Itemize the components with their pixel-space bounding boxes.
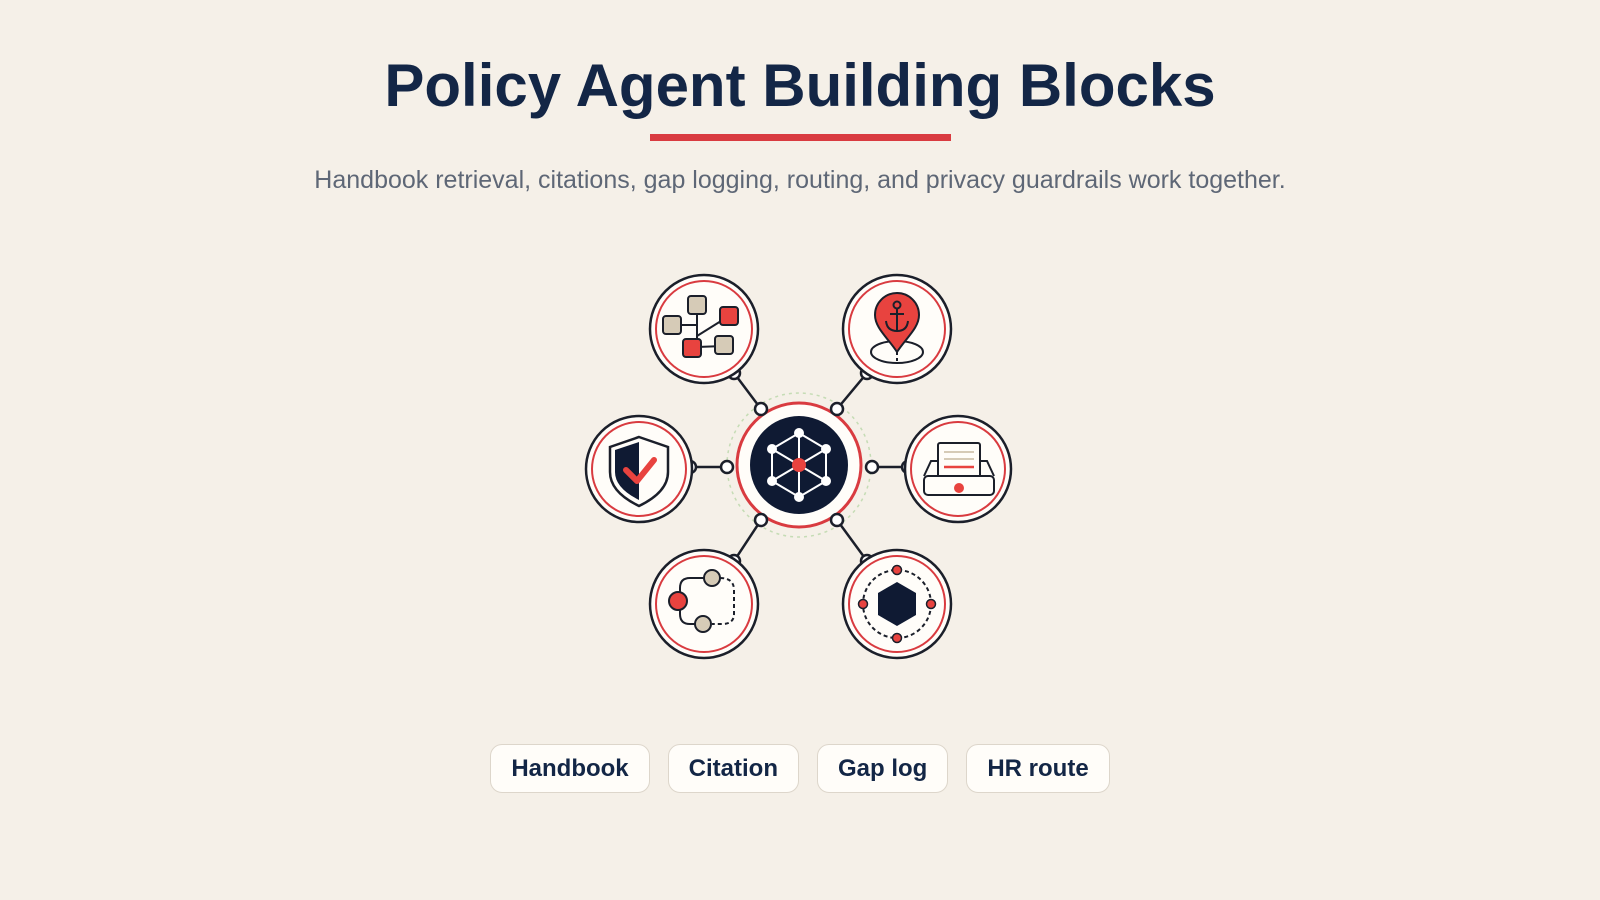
pill-row: Handbook Citation Gap log HR route <box>0 744 1600 793</box>
anchor-pin-icon <box>841 273 953 385</box>
inbox-tray-icon <box>903 414 1013 524</box>
pill-hr-route[interactable]: HR route <box>966 744 1110 793</box>
hexagon-orbit-icon <box>841 548 953 660</box>
pill-handbook[interactable]: Handbook <box>490 744 650 793</box>
title-underline <box>650 134 951 141</box>
route-path-icon <box>648 548 760 660</box>
pill-citation[interactable]: Citation <box>667 744 799 793</box>
shield-check-icon <box>584 414 694 524</box>
network-hub-icon <box>726 392 872 538</box>
pill-gap-log[interactable]: Gap log <box>816 744 949 793</box>
page-subtitle: Handbook retrieval, citations, gap loggi… <box>314 166 1286 194</box>
page-title: Policy Agent Building Blocks <box>384 52 1216 119</box>
flowchart-icon <box>648 273 760 385</box>
